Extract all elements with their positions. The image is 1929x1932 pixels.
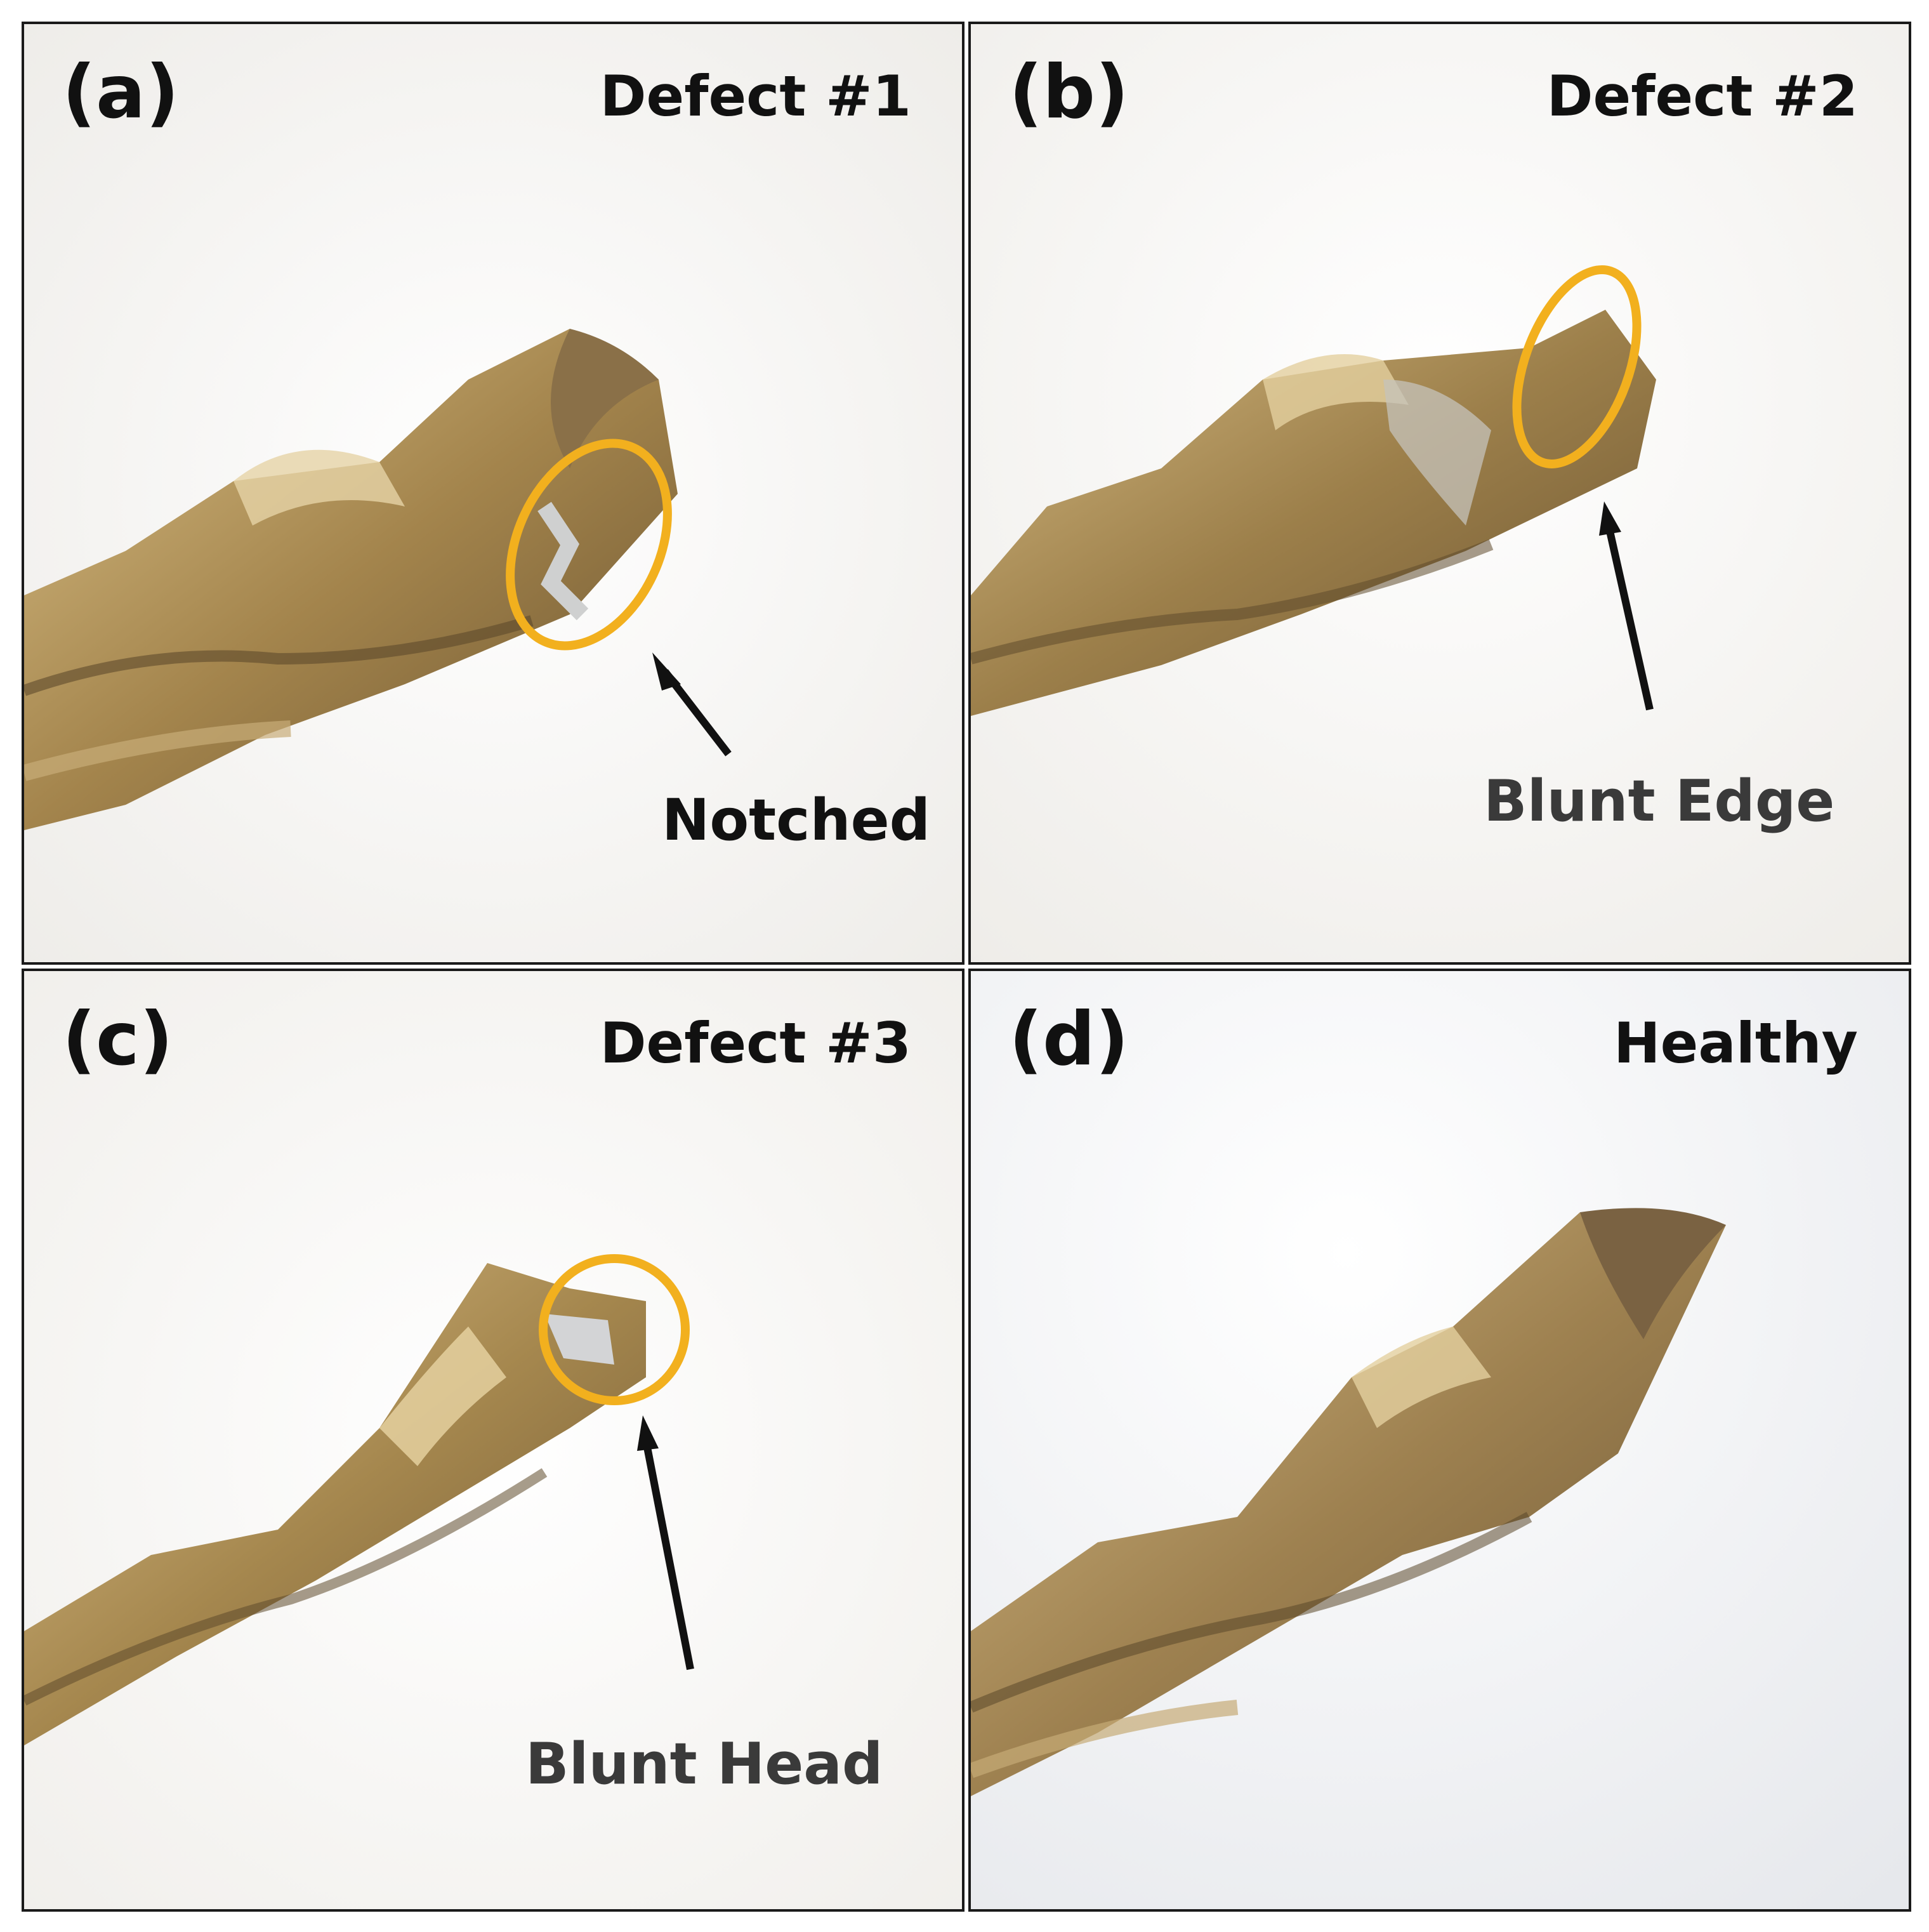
arrow-head xyxy=(637,1415,659,1451)
panel-title: Defect #2 xyxy=(1546,63,1858,129)
panel-letter: (c) xyxy=(62,996,173,1082)
defect-callout: Notched xyxy=(662,787,931,854)
drill-bit-photo-healthy xyxy=(971,971,1909,1909)
arrow-head xyxy=(1599,501,1621,536)
highlight-ring xyxy=(506,439,672,651)
panel-letter: (a) xyxy=(62,50,180,135)
panel-letter: (b) xyxy=(1009,50,1129,135)
defect-callout: Blunt Edge xyxy=(1484,768,1835,835)
arrow-head xyxy=(652,652,681,691)
panel-letter: (d) xyxy=(1009,996,1129,1082)
panel-title: Defect #3 xyxy=(600,1010,911,1076)
drill-bit-photo-blunt-edge xyxy=(971,24,1909,962)
arrow-line xyxy=(642,1439,694,1671)
highlight-ring xyxy=(539,1254,690,1405)
drill-bit-photo-blunt-head xyxy=(24,971,962,1909)
panel-defect-2: (b) Defect #2 Blunt Edge xyxy=(968,22,1911,965)
panel-defect-3: (c) Defect #3 Blunt Head xyxy=(22,969,964,1912)
panel-title: Healthy xyxy=(1614,1010,1858,1076)
highlight-ring xyxy=(1512,265,1642,468)
panel-healthy: (d) Healthy xyxy=(968,969,1911,1912)
drill-bit-photo-notched xyxy=(24,24,962,962)
defect-callout: Blunt Head xyxy=(525,1731,883,1797)
arrow-line xyxy=(1605,524,1654,711)
panel-defect-1: (a) Defect #1 Notched xyxy=(22,22,964,965)
panel-title: Defect #1 xyxy=(600,63,911,129)
